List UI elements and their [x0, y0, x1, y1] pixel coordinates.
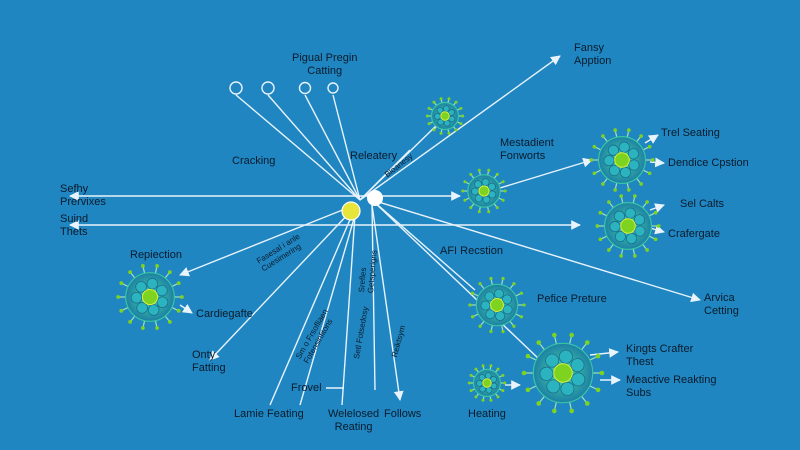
label-follows: Follows: [384, 408, 422, 420]
edge-welelosed: [341, 214, 356, 406]
edge-top-3: [304, 94, 361, 201]
label-tr-1: Trel Seating: [661, 127, 720, 139]
edge-tr3: [649, 203, 665, 213]
hub-white: [367, 190, 383, 206]
label-lamie: Lamie Feating: [234, 408, 304, 420]
virus-tr-2-icon: [595, 194, 661, 258]
edge-lamie-2: [299, 214, 356, 406]
label-mid-node: Mestadient Fonworts: [500, 137, 554, 162]
label-heating: Heating: [468, 408, 506, 420]
virus-tr-1-icon: [589, 128, 655, 192]
label-tr-4: Crafergate: [668, 228, 720, 240]
edge-top-2: [267, 94, 361, 201]
virus-top-icon: [425, 97, 465, 135]
edge-tr2: [649, 157, 665, 168]
label-rot-2: Srefles Getsperigns: [357, 249, 379, 294]
edge-releatery: [359, 149, 411, 201]
edge-mid-node: [499, 157, 593, 189]
label-kingts: Kingts Crafter Thest: [626, 343, 694, 368]
top-icons: [229, 81, 339, 95]
label-only: Onty Fatting: [192, 349, 226, 374]
virus-bottom-big-icon: [521, 332, 605, 414]
edge-top-right: [359, 55, 561, 201]
edge-top-4: [332, 94, 361, 201]
edge-top-1: [235, 94, 361, 201]
virus-heating-icon: [467, 364, 507, 402]
label-welelosed: Welelosed Reating: [328, 408, 380, 433]
label-releatery: Releatery: [350, 150, 398, 162]
edge-cardiegafte: [179, 304, 193, 314]
label-top-right: Fansy Apption: [574, 42, 612, 67]
label-frovel: Frovel: [291, 382, 322, 394]
ring-icon-2: [261, 81, 275, 95]
edge-only: [209, 209, 353, 361]
label-pefice: Pefice Preture: [537, 293, 607, 305]
hub-yellow: [341, 201, 361, 221]
label-arvica: Arvica Cetting: [704, 292, 739, 317]
edge-follows: [371, 204, 376, 391]
ring-icon-1: [229, 81, 243, 95]
ring-icon-3: [298, 81, 312, 95]
label-top-center: Pigual Pregin Catting: [292, 52, 358, 77]
edge-tr4: [649, 224, 665, 235]
label-meactive: Meactive Reakting Subs: [626, 374, 717, 399]
edge-kingts-callout: [589, 348, 619, 358]
edge-repiection: [179, 204, 356, 277]
label-tr-3: Sel Calts: [680, 198, 725, 210]
virus-left-icon: [116, 264, 184, 330]
connector-lines: [69, 55, 701, 406]
label-repiection: Repiection: [130, 249, 182, 261]
edge-afi: [371, 199, 701, 303]
label-afi: AFI Recstion: [440, 245, 503, 257]
edge-kingts: [371, 199, 541, 361]
label-tr-2: Dendice Cpstion: [668, 157, 749, 169]
label-left-1: Sefhy Prervixes: [60, 183, 106, 208]
edge-follows-2: [371, 204, 404, 401]
label-left-2: Suind Thets: [60, 213, 89, 238]
virus-mid-icon: [461, 168, 507, 214]
edge-tr1: [644, 134, 659, 144]
virus-particles: [116, 97, 661, 414]
edge-pefice: [371, 199, 476, 291]
virus-pefice-icon: [468, 276, 526, 334]
label-cracking: Cracking: [232, 155, 276, 167]
edge-lamie: [269, 214, 353, 406]
label-cardiegafte: Cardiegafte: [196, 308, 253, 320]
ring-icon-4: [327, 82, 339, 94]
